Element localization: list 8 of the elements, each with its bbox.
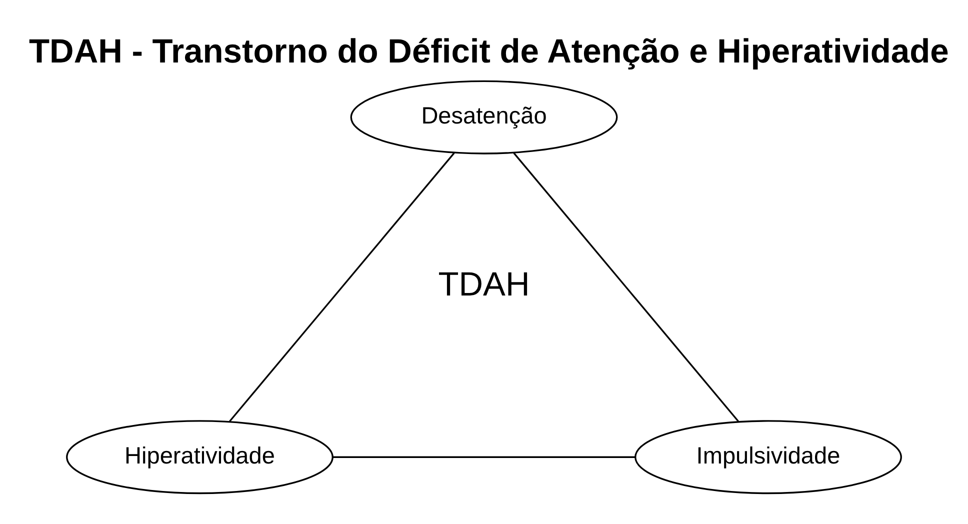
- diagram-title: TDAH - Transtorno do Déficit de Atenção e Hiperatividade: [29, 34, 949, 71]
- node-ellipse: Impulsividade: [634, 420, 902, 494]
- node-ellipse: Desatenção: [350, 80, 618, 154]
- label: TDAH: [438, 266, 530, 304]
- connector: [513, 152, 739, 422]
- connector: [229, 152, 455, 422]
- connector: [333, 456, 636, 458]
- node-ellipse: Hiperatividade: [66, 420, 334, 494]
